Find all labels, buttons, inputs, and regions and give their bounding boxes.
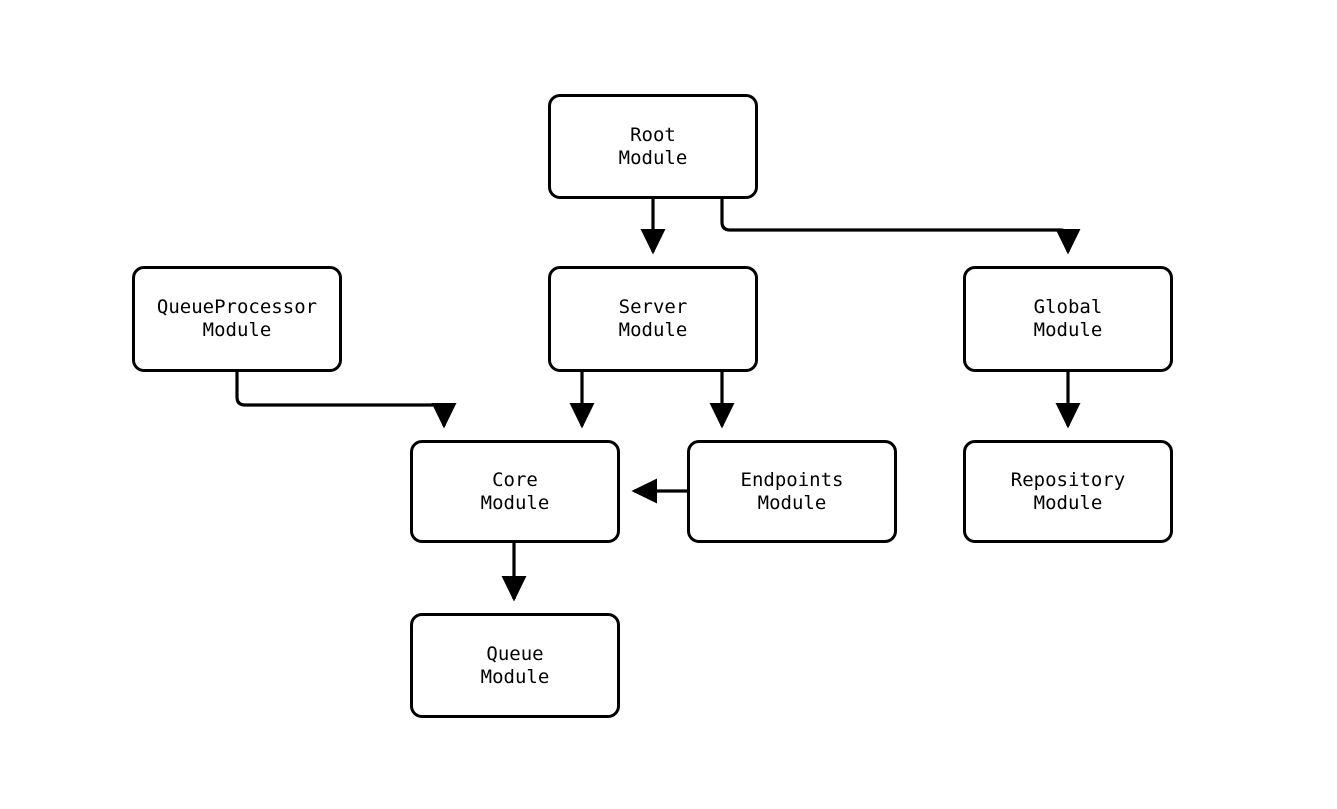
node-queue-module-label-line1: Queue — [486, 642, 544, 665]
node-core-module-label-line1: Core — [492, 468, 538, 491]
node-global-module[interactable]: Global Module — [963, 266, 1173, 372]
node-global-module-label-line1: Global — [1033, 296, 1103, 318]
node-endpoints-module-label-line1: Endpoints — [740, 468, 844, 491]
node-root-module-label-line2: Module — [618, 146, 688, 169]
node-endpoints-module-label-line2: Module — [757, 491, 827, 514]
edge-root-to-global — [720, 199, 1081, 255]
edge-queueprocessor-to-core — [235, 372, 457, 429]
node-queue-module-label-line2: Module — [480, 665, 550, 688]
node-repository-module-label-line2: Module — [1033, 491, 1103, 514]
node-global-module-label-line2: Module — [1033, 319, 1103, 341]
node-queue-module[interactable]: Queue Module — [410, 613, 620, 718]
node-root-module-label-line1: Root — [630, 123, 676, 146]
node-repository-module-label-line1: Repository — [1010, 468, 1126, 491]
node-server-module[interactable]: Server Module — [548, 266, 758, 372]
node-queueprocessor-module-label-line2: Module — [202, 319, 272, 341]
node-core-module[interactable]: Core Module — [410, 440, 620, 543]
node-queueprocessor-module-label-line1: QueueProcessor — [156, 296, 318, 318]
node-repository-module[interactable]: Repository Module — [963, 440, 1173, 543]
node-server-module-label-line2: Module — [618, 319, 688, 341]
node-root-module[interactable]: Root Module — [548, 94, 758, 199]
node-endpoints-module[interactable]: Endpoints Module — [687, 440, 897, 543]
node-queueprocessor-module[interactable]: QueueProcessor Module — [132, 266, 342, 372]
node-core-module-label-line2: Module — [480, 491, 550, 514]
node-server-module-label-line1: Server — [618, 296, 688, 318]
